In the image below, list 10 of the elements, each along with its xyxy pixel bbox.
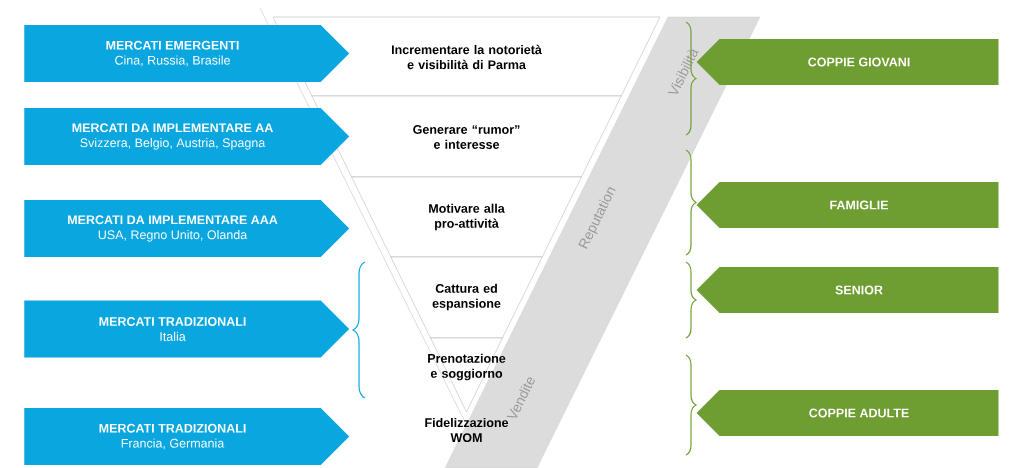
segment-banner: FAMIGLIE [696, 182, 999, 228]
market-banner: MERCATI TRADIZIONALI Francia, Germania [24, 408, 350, 465]
funnel-band: Prenotazione e soggiorno [428, 337, 506, 413]
segment-banner: COPPIE ADULTE [696, 390, 999, 436]
market-banner: MERCATI DA IMPLEMENTARE AA Svizzera, Belgio, Austria, Spagna [24, 108, 350, 165]
market-banner: MERCATI DA IMPLEMENTARE AAA USA, Regno Unito, Olanda [24, 200, 350, 257]
funnel-band: Generare “rumor” e interesse [311, 95, 622, 178]
market-banner: MERCATI EMERGENTI Cina, Russia, Brasile [24, 25, 350, 82]
segment-banner: SENIOR [696, 267, 999, 313]
market-banner: MERCATI TRADIZIONALI Italia [24, 300, 350, 358]
